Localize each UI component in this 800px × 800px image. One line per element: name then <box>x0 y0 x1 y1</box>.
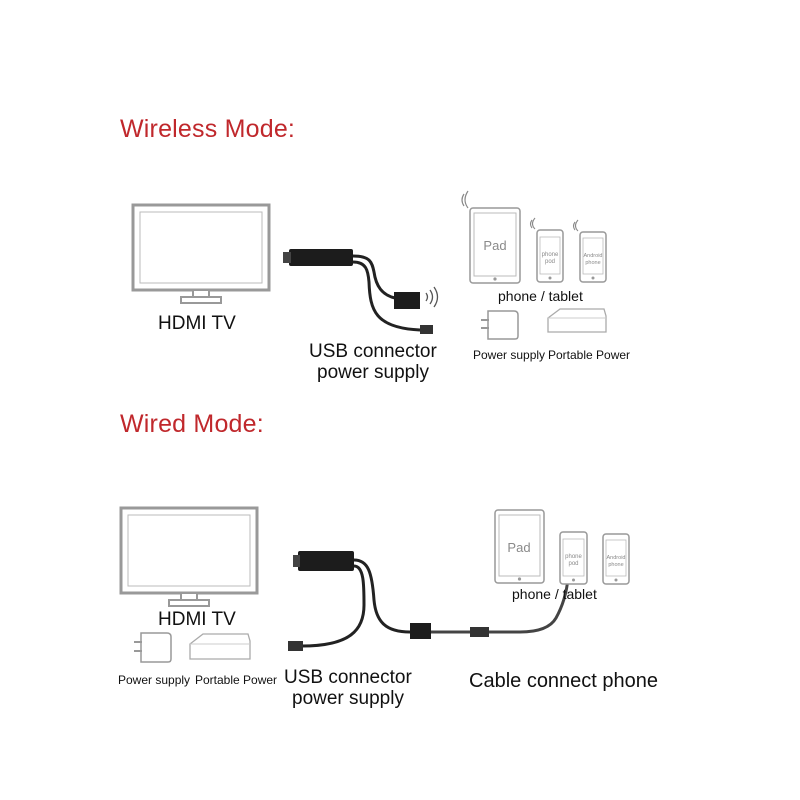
portable-power-icon <box>547 308 607 333</box>
usb-connector-label: USB connector power supply <box>284 667 412 709</box>
iphone-screen-text-2: pod <box>568 561 578 567</box>
wifi-signal-icon <box>461 190 469 209</box>
pad-screen-text: Pad <box>507 540 530 555</box>
pad-tablet-icon: Pad <box>494 509 545 584</box>
usb-connector-label-line1: USB connector <box>284 667 412 688</box>
portable-power-label: Portable Power <box>195 673 278 687</box>
usb-connector-label-line2: power supply <box>317 362 429 383</box>
iphone-screen-text-2: pod <box>545 259 555 265</box>
android-screen-text-1: Android <box>607 555 626 561</box>
wifi-signal-icon <box>572 219 579 232</box>
hdmi-tv-icon <box>131 203 271 304</box>
hdmi-tv-label: HDMI TV <box>158 313 236 334</box>
power-supply-icon <box>481 310 519 340</box>
iphone-screen-text-1: phone <box>565 554 582 560</box>
wifi-signal-icon <box>529 217 536 230</box>
android-screen-text-1: Android <box>584 253 603 259</box>
power-supply-label: Power supply <box>118 673 191 687</box>
phone-tablet-label: phone / tablet <box>498 288 583 304</box>
wired-mode-title: Wired Mode: <box>120 410 264 438</box>
iphone-icon: phone pod <box>536 229 564 283</box>
usb-connector-cable-icon <box>283 249 433 334</box>
usb-connector-label-line1: USB connector <box>309 341 437 362</box>
usb-connector-cable-icon <box>288 551 431 651</box>
power-supply-icon <box>134 632 172 663</box>
usb-connector-label-line2: power supply <box>292 688 404 709</box>
wireless-mode-title: Wireless Mode: <box>120 115 296 143</box>
pad-screen-text: Pad <box>483 238 506 253</box>
portable-power-label: Portable Power <box>548 348 631 362</box>
usb-connector-label: USB connector power supply <box>309 341 437 383</box>
android-phone-icon: Android phone <box>579 231 607 283</box>
phone-tablet-label: phone / tablet <box>512 586 597 602</box>
pad-tablet-icon: Pad <box>469 207 521 284</box>
android-phone-icon: Android phone <box>602 533 630 585</box>
phone-cable-icon <box>431 577 570 637</box>
cable-connect-phone-label: Cable connect phone <box>469 670 659 692</box>
hdmi-tv-label: HDMI TV <box>158 609 236 630</box>
iphone-screen-text-1: phone <box>542 252 559 258</box>
hdmi-tv-icon <box>119 506 259 607</box>
power-supply-label: Power supply <box>473 348 546 362</box>
android-screen-text-2: phone <box>585 260 600 266</box>
iphone-icon: phone pod <box>559 531 588 585</box>
android-screen-text-2: phone <box>608 562 623 568</box>
wifi-signal-icon <box>425 286 439 308</box>
portable-power-icon <box>189 633 251 660</box>
